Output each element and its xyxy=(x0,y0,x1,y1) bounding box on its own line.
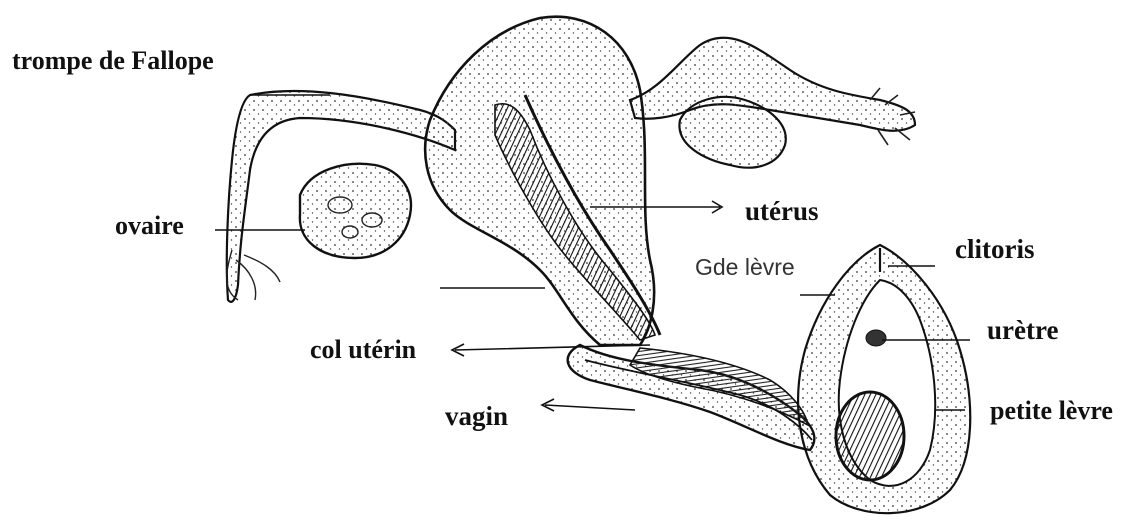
vulva-shape xyxy=(798,245,970,513)
leader-vagina xyxy=(542,399,635,411)
label-clitoris: clitoris xyxy=(955,236,1034,263)
uterus-shape xyxy=(425,17,660,345)
leader-cervix xyxy=(452,344,650,356)
label-urethra: urètre xyxy=(987,317,1058,344)
label-ovary: ovaire xyxy=(115,213,184,239)
vagina-canal-shape xyxy=(568,345,815,450)
label-cervix: col utérin xyxy=(310,337,416,363)
label-vagina: vagin xyxy=(445,403,508,430)
label-labia-minora: petite lèvre xyxy=(990,398,1113,424)
label-labia-majora: Gde lèvre xyxy=(695,256,795,279)
label-uterus: utérus xyxy=(745,198,819,225)
label-fallopian-tube: trompe de Fallope xyxy=(12,48,214,74)
left-ovary-shape xyxy=(300,164,411,258)
